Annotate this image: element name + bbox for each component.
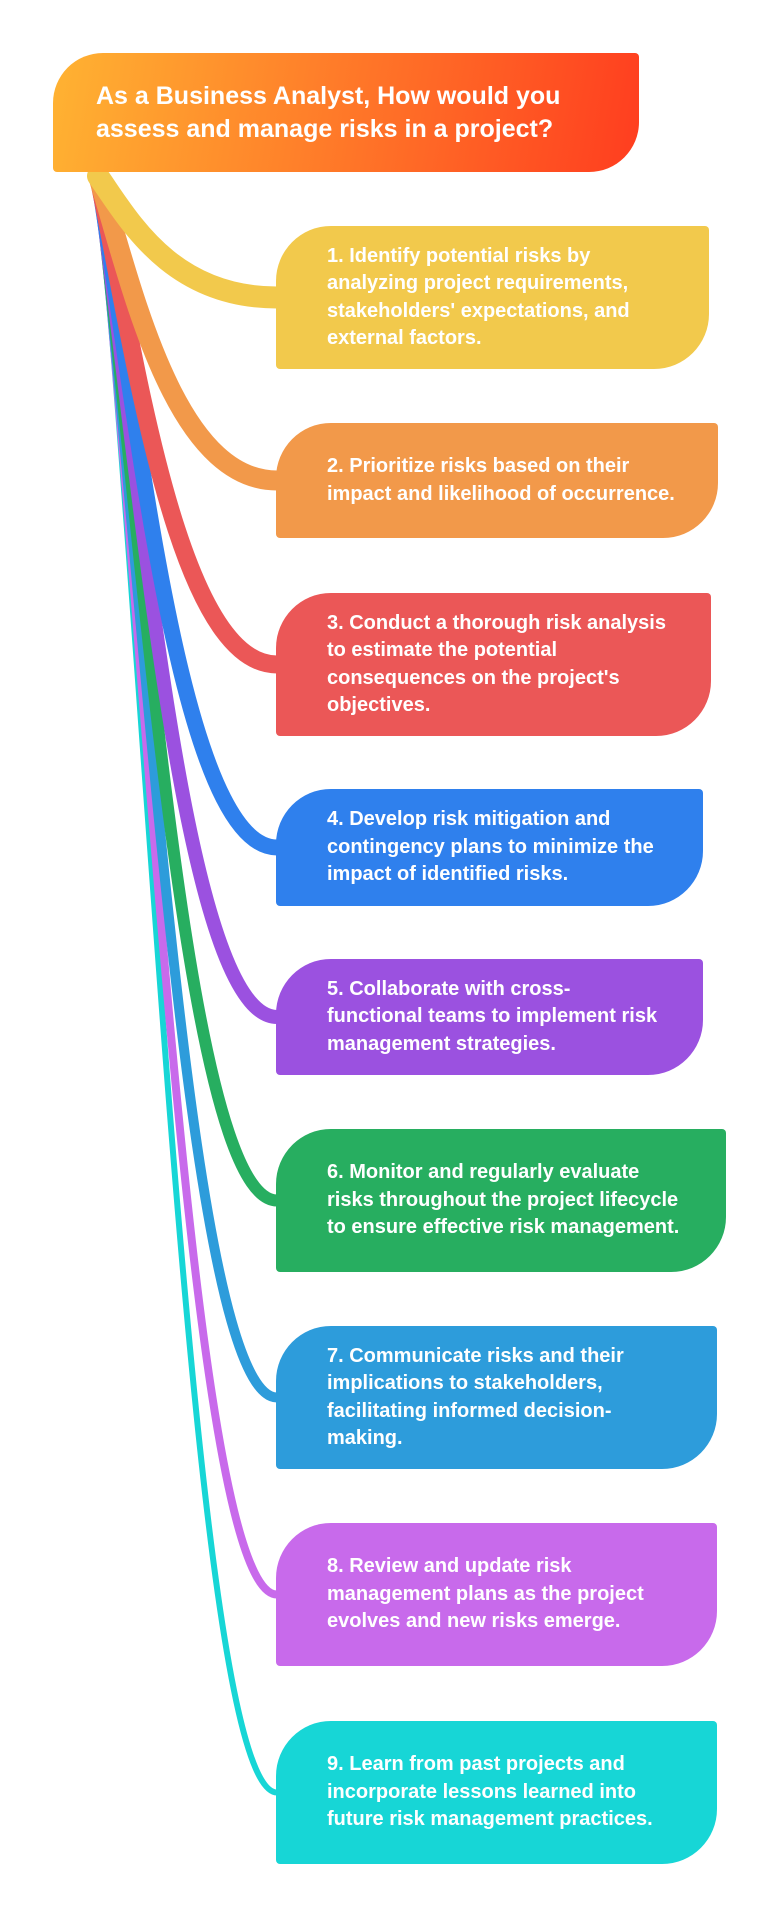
topic-3-text: 3. Conduct a thorough risk analysis to e…: [327, 611, 666, 717]
topic-2-text: 2. Prioritize risks based on their impac…: [327, 455, 675, 505]
topic-7-text: 7. Communicate risks and their implicati…: [327, 1344, 624, 1450]
topic-3[interactable]: 3. Conduct a thorough risk analysis to e…: [276, 593, 711, 736]
connector-1: [87, 165, 288, 309]
topic-8-text: 8. Review and update risk management pla…: [327, 1555, 644, 1633]
topic-1-text: 1. Identify potential risks by analyzing…: [327, 244, 630, 350]
topic-4[interactable]: 4. Develop risk mitigation and contingen…: [276, 789, 703, 906]
connector-2: [88, 166, 287, 491]
topic-6-text: 6. Monitor and regularly evaluate risks …: [327, 1161, 680, 1239]
topic-5-text: 5. Collaborate with cross-functional tea…: [327, 977, 658, 1055]
topic-9-text: 9. Learn from past projects and incorpor…: [327, 1753, 653, 1831]
topic-7[interactable]: 7. Communicate risks and their implicati…: [276, 1326, 717, 1469]
topic-6[interactable]: 6. Monitor and regularly evaluate risks …: [276, 1129, 726, 1272]
root-topic[interactable]: As a Business Analyst, How would you ass…: [53, 53, 639, 172]
topic-5[interactable]: 5. Collaborate with cross-functional tea…: [276, 959, 703, 1075]
topic-2[interactable]: 2. Prioritize risks based on their impac…: [276, 423, 718, 538]
topic-4-text: 4. Develop risk mitigation and contingen…: [327, 808, 654, 886]
topic-8[interactable]: 8. Review and update risk management pla…: [276, 1523, 717, 1666]
topic-1[interactable]: 1. Identify potential risks by analyzing…: [276, 226, 709, 369]
topic-9[interactable]: 9. Learn from past projects and incorpor…: [276, 1721, 717, 1864]
